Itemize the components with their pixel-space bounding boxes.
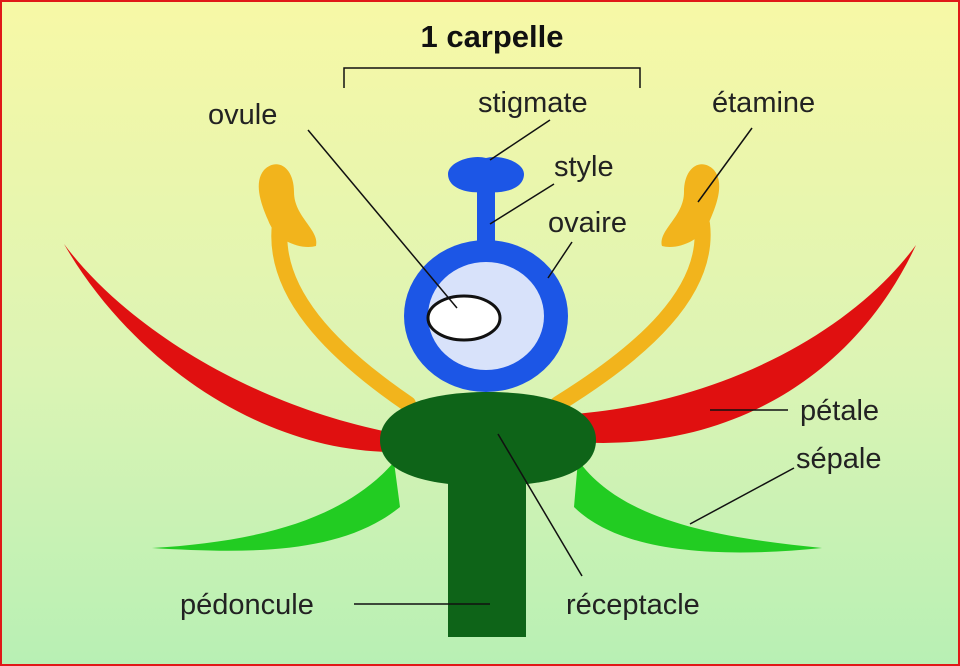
left-sepal xyxy=(152,462,400,551)
ovaire-leader xyxy=(547,241,573,279)
receptacle-leader xyxy=(497,433,583,577)
label-sepale: sépale xyxy=(796,443,881,475)
etamine-leader xyxy=(697,127,753,203)
label-etamine: étamine xyxy=(712,87,815,119)
diagram-title: 1 carpelle xyxy=(420,19,563,54)
peduncle-shape xyxy=(448,457,526,637)
stigma-shape xyxy=(448,156,524,193)
right-sepal xyxy=(574,460,822,553)
ovule-leader xyxy=(307,129,458,309)
right-petal xyxy=(574,245,916,443)
style-leader xyxy=(489,183,555,225)
carpel-bracket xyxy=(343,67,641,88)
label-ovule: ovule xyxy=(208,99,277,131)
label-receptacle: réceptacle xyxy=(566,589,700,621)
label-petale: pétale xyxy=(800,395,879,427)
style-shape xyxy=(477,186,495,248)
ovule-shape xyxy=(426,294,502,342)
left-petal xyxy=(64,244,394,452)
stigmate-leader xyxy=(489,119,551,161)
label-stigmate: stigmate xyxy=(478,87,588,119)
left-stamen xyxy=(258,164,416,412)
label-pedoncule: pédoncule xyxy=(180,589,314,621)
sepale-leader xyxy=(689,467,795,525)
carpel xyxy=(404,156,568,392)
label-ovaire: ovaire xyxy=(548,207,627,239)
receptacle-shape xyxy=(380,392,596,486)
right-stamen xyxy=(550,164,720,412)
label-style: style xyxy=(554,151,614,183)
